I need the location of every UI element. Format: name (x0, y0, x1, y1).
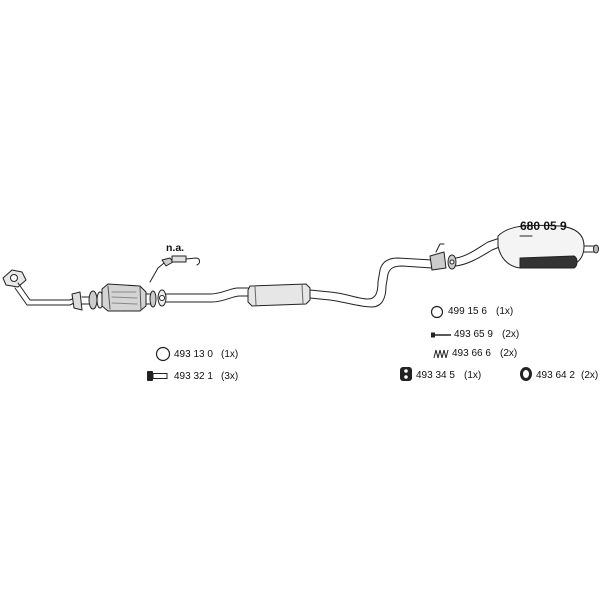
rubber-mount-icon (400, 367, 412, 381)
bolt-icon (431, 332, 451, 338)
part-number: 493 66 6 (452, 348, 491, 359)
middle-silencer (247, 283, 311, 307)
ring-icon (155, 346, 171, 362)
middle-pipe (165, 287, 251, 303)
part-number: 493 32 1 (174, 371, 213, 382)
catalytic-converter (101, 283, 153, 312)
rear-pipe-hanger (429, 243, 447, 271)
part-qty: (3x) (221, 371, 239, 382)
rear-flange-connection (447, 254, 457, 270)
main-part-number: 680 05 9 (520, 219, 567, 233)
hanger-icon (520, 367, 532, 381)
part-number: 499 15 6 (448, 306, 487, 317)
part-number: 493 64 2 (536, 370, 575, 381)
rear-pipe (309, 257, 433, 308)
rear-silencer (497, 224, 599, 269)
part-number: 493 65 9 (454, 329, 493, 340)
part-qty: (1x) (464, 370, 482, 381)
part-qty: (1x) (221, 349, 239, 360)
spring-icon (433, 349, 449, 359)
part-number: 493 34 5 (416, 370, 455, 381)
ring-icon (430, 305, 444, 319)
part-qty: (2x) (500, 348, 518, 359)
part-qty: (2x) (502, 329, 520, 340)
front-flange (2, 269, 27, 288)
front-pipe (14, 282, 93, 311)
catalyst-front-flange (88, 290, 104, 310)
clamp-bolt-icon (147, 371, 168, 381)
not-available-label: n.a. (166, 242, 185, 254)
part-qty: (2x) (581, 370, 599, 381)
rear-silencer-inlet-pipe (455, 237, 503, 267)
part-number: 493 13 0 (174, 349, 213, 360)
part-qty: (1x) (496, 306, 514, 317)
catalyst-rear-flange (149, 289, 167, 308)
lambda-sensor (149, 255, 200, 283)
